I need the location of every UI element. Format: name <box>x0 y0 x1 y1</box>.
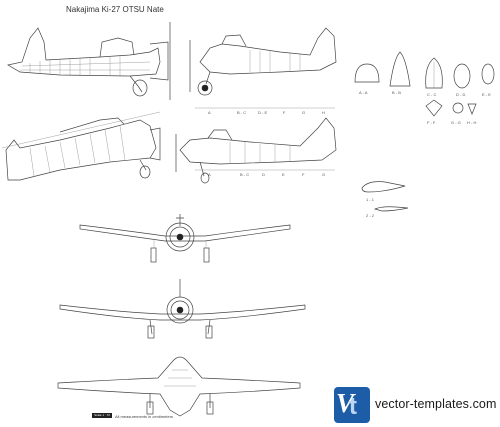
profile-label: C - C <box>427 92 437 97</box>
profile-label: E - E <box>482 92 491 97</box>
scale-box: Scale 1 : 72 <box>92 413 112 418</box>
wing-airfoils <box>361 181 409 212</box>
profile-label: H - H <box>467 120 477 125</box>
section-label: G <box>322 172 326 177</box>
logo-letter-v: V <box>336 388 355 418</box>
section-label: E <box>282 172 285 177</box>
front-view-bottom <box>59 279 306 339</box>
logo-letter-t: t <box>349 393 357 420</box>
top-view <box>57 356 301 417</box>
section-label: A <box>208 172 211 177</box>
section-label: F <box>302 172 305 177</box>
section-label: G <box>302 110 306 115</box>
fuselage-profiles <box>354 51 495 117</box>
section-label: B - C <box>240 172 250 177</box>
section-label: D <box>262 172 265 177</box>
section-label: F <box>283 110 286 115</box>
side-view-left-tilted <box>1 111 161 181</box>
profile-label: F - F <box>427 120 436 125</box>
vt-logo[interactable]: V t <box>334 387 370 423</box>
profile-label: B - B <box>392 90 401 95</box>
airfoil-label: 2 - 2 <box>366 213 375 218</box>
side-view-right-mid <box>175 117 337 184</box>
section-label: D - E <box>258 110 268 115</box>
front-view-top <box>79 214 291 263</box>
airfoil-label: 1 - 1 <box>366 197 375 202</box>
section-label: A <box>208 110 211 115</box>
website-link[interactable]: vector-templates.com <box>375 397 497 411</box>
measurement-note: All measurements in centimeters <box>115 414 174 419</box>
profile-label: G - G <box>451 120 461 125</box>
section-label: H <box>322 110 325 115</box>
side-view-right-top <box>189 27 337 96</box>
section-label: B - C <box>237 110 247 115</box>
drawing-title: Nakajima Ki-27 OTSU Nate <box>66 5 164 14</box>
side-view-left-top <box>7 22 171 100</box>
profile-label: A - A <box>359 90 368 95</box>
profile-label: D - D <box>456 92 466 97</box>
